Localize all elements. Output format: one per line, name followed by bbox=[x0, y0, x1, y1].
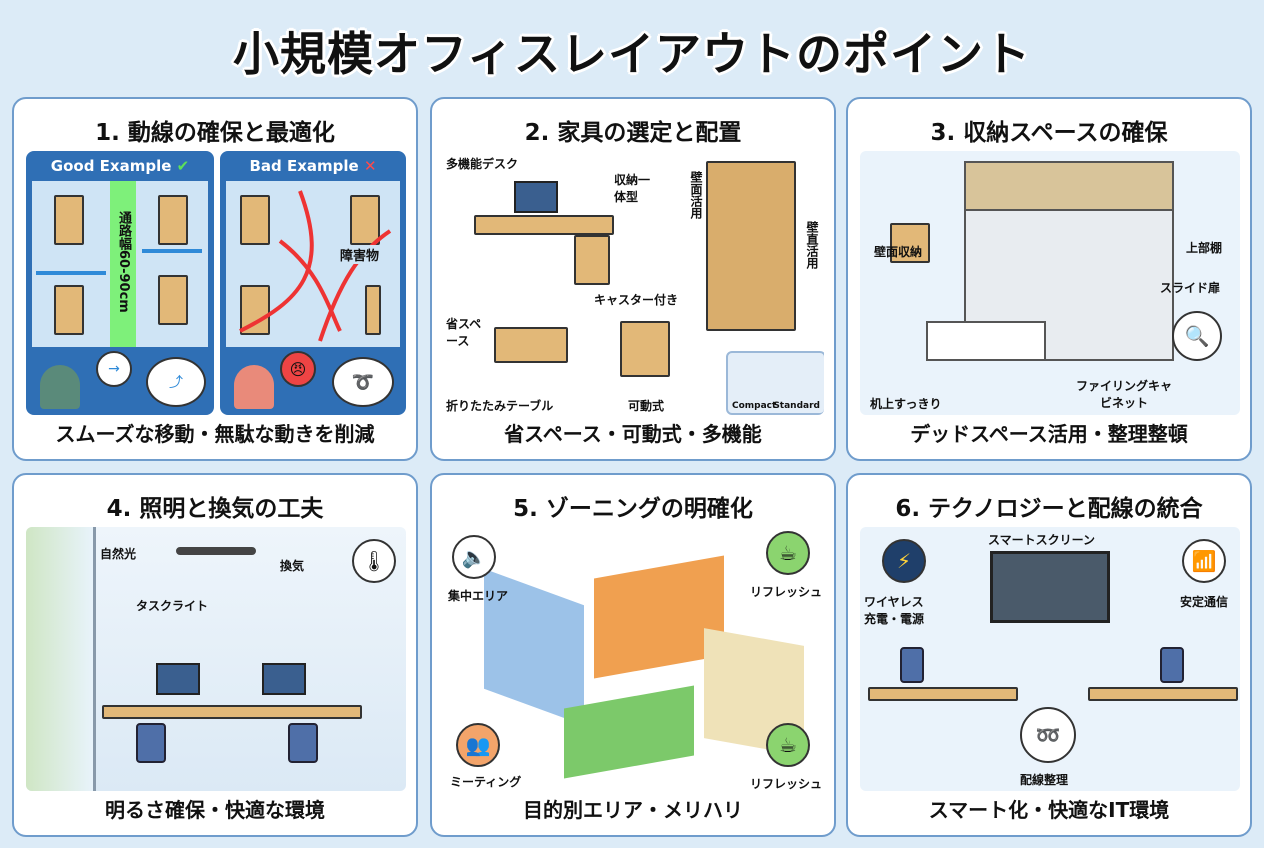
panel-caption: デッドスペース活用・整理整頓 bbox=[910, 422, 1188, 446]
magnifier-icon: 🔍 bbox=[1172, 311, 1222, 361]
panel-zoning: 5. ゾーニングの明確化 🔈 集中エリア ☕ リフレッシュ 👥 ミーティング ☕… bbox=[430, 473, 836, 837]
label-clean-desk: 机上すっきり bbox=[870, 397, 942, 411]
label-natural-light: 自然光 bbox=[100, 547, 137, 561]
panel-title: 4. 照明と換気の工夫 bbox=[106, 496, 324, 522]
thermometer-icon: 🌡 bbox=[352, 539, 396, 583]
label-storage: 収納一体型 bbox=[614, 173, 651, 204]
panel-furniture: 2. 家具の選定と配置 多機能デスク 収納一体型 壁面活用 壁直活用 キャスター… bbox=[430, 97, 836, 461]
page-title: 小規模オフィスレイアウトのポイント bbox=[232, 27, 1032, 81]
label-wireless-charging: ワイヤレス充電・電源 bbox=[864, 595, 925, 626]
man-avatar bbox=[40, 365, 80, 409]
label-multi-desk: 多機能デスク bbox=[446, 157, 519, 171]
label-task-light: タスクライト bbox=[136, 599, 209, 613]
label-ventilation: 換気 bbox=[280, 559, 305, 573]
good-label: Good Example bbox=[50, 157, 172, 175]
panel-caption: 省スペース・可動式・多機能 bbox=[504, 422, 762, 446]
label-slide-door: スライド扉 bbox=[1160, 281, 1221, 295]
panel-title: 2. 家具の選定と配置 bbox=[524, 120, 742, 146]
label-stable-network: 安定通信 bbox=[1180, 595, 1229, 609]
panel-title: 5. ゾーニングの明確化 bbox=[513, 496, 753, 522]
label-space-saving: 省スペース bbox=[446, 317, 482, 348]
aisle-width-label: 通路幅60-90cm bbox=[116, 211, 131, 313]
label-refresh-2: リフレッシュ bbox=[750, 777, 823, 791]
label-upper-shelf: 上部棚 bbox=[1186, 241, 1223, 255]
good-example: Good Example ✔ 通路幅60-90cm → ⤴ bbox=[26, 151, 214, 415]
label-caster: キャスター付き bbox=[594, 293, 679, 307]
panel-caption: スムーズな移動・無駄な動きを削減 bbox=[55, 422, 375, 446]
check-icon: ✔ bbox=[176, 157, 190, 175]
monitor-icon bbox=[514, 181, 558, 213]
panel-caption: 目的別エリア・メリハリ bbox=[523, 798, 743, 822]
panel-title: 6. テクノロジーと配線の統合 bbox=[895, 496, 1203, 522]
label-compact: Compact bbox=[732, 401, 777, 411]
box-icon bbox=[890, 223, 930, 263]
panel-traffic-flow: 1. 動線の確保と最適化 Good Example ✔ 通路幅60-90cm →… bbox=[12, 97, 418, 461]
obstacle-label: 障害物 bbox=[340, 245, 380, 264]
label-meeting: ミーティング bbox=[450, 775, 522, 789]
label-refresh-1: リフレッシュ bbox=[750, 585, 823, 599]
woman-avatar bbox=[234, 365, 274, 409]
panel-title: 1. 動線の確保と最適化 bbox=[95, 120, 335, 146]
x-icon: ✕ bbox=[363, 157, 377, 175]
wifi-icon: 📶 bbox=[1182, 539, 1226, 583]
bad-label: Bad Example bbox=[249, 157, 359, 175]
label-wall-storage: 壁面収納 bbox=[874, 245, 923, 259]
label-filing-cabinet: ファイリングキャビネット bbox=[1075, 379, 1172, 410]
panel-caption: 明るさ確保・快適な環境 bbox=[105, 798, 325, 822]
meeting-icon: 👥 bbox=[456, 723, 500, 767]
cable-icon: ➿ bbox=[1020, 707, 1076, 763]
panel-lighting: 4. 照明と換気の工夫 自然光 換気 🌡 タスクライト 明るさ確保・快適な環境 bbox=[12, 473, 418, 837]
ceiling-fan-icon bbox=[176, 547, 256, 555]
label-folding-table: 折りたたみテーブル bbox=[446, 399, 554, 413]
coffee-icon: ☕ bbox=[766, 531, 810, 575]
panel-caption: スマート化・快適なIT環境 bbox=[928, 798, 1170, 822]
wireless-charging-icon: ⚡ bbox=[882, 539, 926, 583]
tangled-path-icon: ➰ bbox=[332, 357, 394, 407]
arrow-bubble-icon: → bbox=[96, 351, 132, 387]
panel-title: 3. 収納スペースの確保 bbox=[930, 120, 1168, 146]
label-smart-screen: スマートスクリーン bbox=[988, 533, 1096, 547]
angry-face-icon: 😠 bbox=[280, 351, 316, 387]
smooth-path-icon: ⤴ bbox=[146, 357, 206, 407]
label-wall-use-2: 壁直活用 bbox=[805, 221, 819, 269]
clean-desk bbox=[926, 321, 1046, 361]
speaker-icon: 🔈 bbox=[452, 535, 496, 579]
label-wall-use-1: 壁面活用 bbox=[689, 171, 703, 219]
label-movable: 可動式 bbox=[628, 399, 665, 413]
coffee-machine-icon: ☕ bbox=[766, 723, 810, 767]
label-focus-area: 集中エリア bbox=[448, 589, 509, 603]
label-cable-management: 配線整理 bbox=[1020, 773, 1069, 787]
panel-technology: 6. テクノロジーと配線の統合 スマートスクリーン ⚡ ワイヤレス充電・電源 📶… bbox=[846, 473, 1252, 837]
bad-example: Bad Example ✕ 障害物 😠 ➰ bbox=[220, 151, 406, 415]
label-standard: Standard bbox=[773, 401, 820, 411]
smart-screen bbox=[990, 551, 1110, 623]
panel-storage: 3. 収納スペースの確保 壁面収納 上部棚 スライド扉 🔍 机上すっきり ファイ… bbox=[846, 97, 1252, 461]
